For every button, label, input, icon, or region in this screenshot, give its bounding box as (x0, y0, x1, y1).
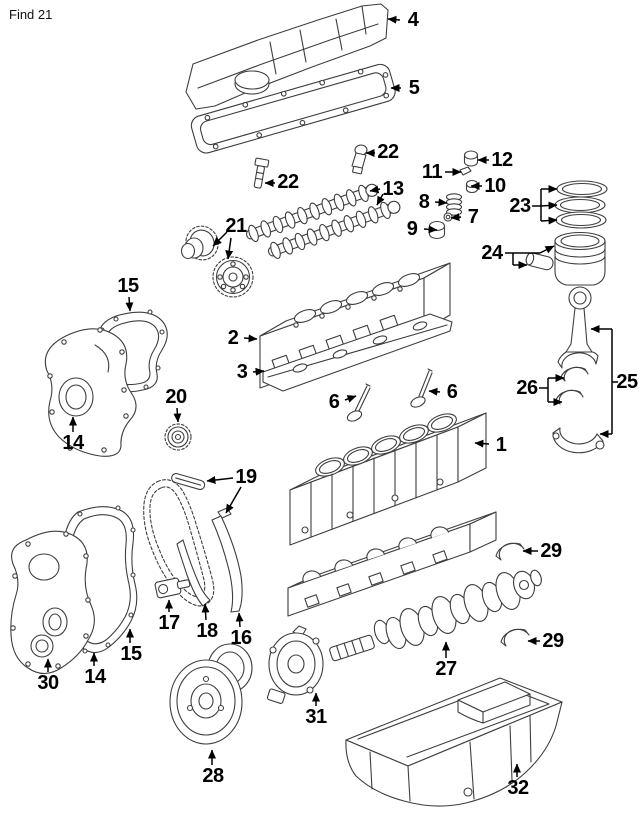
callout-label-21[interactable]: 21 (225, 215, 247, 237)
valve-retainer-part[interactable] (463, 150, 479, 167)
callout-label-28[interactable]: 28 (202, 765, 224, 787)
oil-pan-part[interactable] (345, 677, 563, 807)
crank-pulley-part[interactable] (169, 643, 253, 745)
callout-label-26[interactable]: 26 (516, 377, 538, 399)
crankshaft-part[interactable] (329, 569, 543, 662)
camshaft-bolt-part[interactable] (251, 157, 270, 189)
callout-label-30[interactable]: 30 (37, 672, 59, 694)
callout-label-25[interactable]: 25 (616, 371, 638, 393)
callout-label-29[interactable]: 29 (542, 630, 564, 652)
callout-label-32[interactable]: 32 (507, 777, 529, 799)
camshaft-intake-part[interactable] (244, 180, 380, 244)
lower-block-part[interactable] (287, 511, 497, 617)
chain-tensioner-part[interactable] (154, 576, 192, 599)
timing-cover-upper-part[interactable] (44, 327, 137, 457)
camshaft-exhaust-part[interactable] (266, 197, 402, 261)
callout-label-5[interactable]: 5 (408, 77, 420, 99)
cam-sensor-part[interactable] (351, 144, 368, 175)
callout-label-27[interactable]: 27 (435, 658, 457, 680)
callout-label-9[interactable]: 9 (406, 218, 418, 240)
callout-label-6[interactable]: 6 (328, 391, 340, 413)
callout-label-23[interactable]: 23 (509, 195, 531, 217)
head-gasket-part[interactable] (262, 313, 453, 392)
cam-sprocket-front-part[interactable] (180, 222, 223, 265)
callout-label-13[interactable]: 13 (382, 178, 404, 200)
callout-label-8[interactable]: 8 (418, 191, 430, 213)
engine-block-part[interactable] (289, 410, 487, 546)
crank-seal-part[interactable] (30, 634, 54, 658)
piston-part[interactable] (554, 231, 606, 286)
callout-label-22[interactable]: 22 (377, 141, 399, 163)
callout-label-22[interactable]: 22 (277, 171, 299, 193)
valve-cover-gasket-part[interactable] (189, 62, 398, 156)
callout-label-10[interactable]: 10 (484, 175, 506, 197)
callout-label-15[interactable]: 15 (117, 275, 139, 297)
callout-label-7[interactable]: 7 (467, 206, 479, 228)
callout-label-24[interactable]: 24 (481, 242, 503, 264)
valve-part[interactable] (346, 383, 371, 423)
cam-sprocket-vvt-part[interactable] (212, 256, 254, 298)
connecting-rod-part[interactable] (557, 286, 599, 369)
chain-guide-upper-part[interactable] (171, 473, 206, 491)
callout-label-29[interactable]: 29 (540, 540, 562, 562)
valve-keeper-part[interactable] (459, 166, 472, 176)
callout-label-11[interactable]: 11 (421, 161, 443, 183)
crank-sprocket-part[interactable] (164, 423, 192, 451)
callout-label-6[interactable]: 6 (446, 381, 458, 403)
valve-part[interactable] (409, 368, 433, 409)
callout-label-18[interactable]: 18 (196, 620, 218, 642)
callout-label-4[interactable]: 4 (407, 9, 419, 31)
piston-rings-part[interactable] (554, 180, 608, 229)
valve-cover-part[interactable] (185, 3, 389, 110)
callout-label-14[interactable]: 14 (84, 666, 106, 688)
piston-pin-part[interactable] (525, 252, 554, 271)
callout-label-19[interactable]: 19 (235, 466, 257, 488)
rod-cap-part[interactable] (552, 427, 605, 454)
callout-label-20[interactable]: 20 (165, 386, 187, 408)
callout-label-31[interactable]: 31 (305, 706, 327, 728)
callout-label-3[interactable]: 3 (236, 361, 248, 383)
timing-cover-lower-part[interactable] (10, 530, 95, 675)
callout-label-1[interactable]: 1 (495, 434, 507, 456)
callout-label-2[interactable]: 2 (227, 327, 239, 349)
callout-label-12[interactable]: 12 (491, 149, 513, 171)
callout-label-14[interactable]: 14 (62, 432, 84, 454)
callout-label-16[interactable]: 16 (230, 627, 252, 649)
main-bearing-part[interactable] (500, 628, 530, 647)
callout-label-17[interactable]: 17 (158, 612, 180, 634)
oil-pump-part[interactable] (266, 625, 324, 704)
callout-label-15[interactable]: 15 (120, 643, 142, 665)
find-instruction: Find 21 (9, 7, 53, 22)
